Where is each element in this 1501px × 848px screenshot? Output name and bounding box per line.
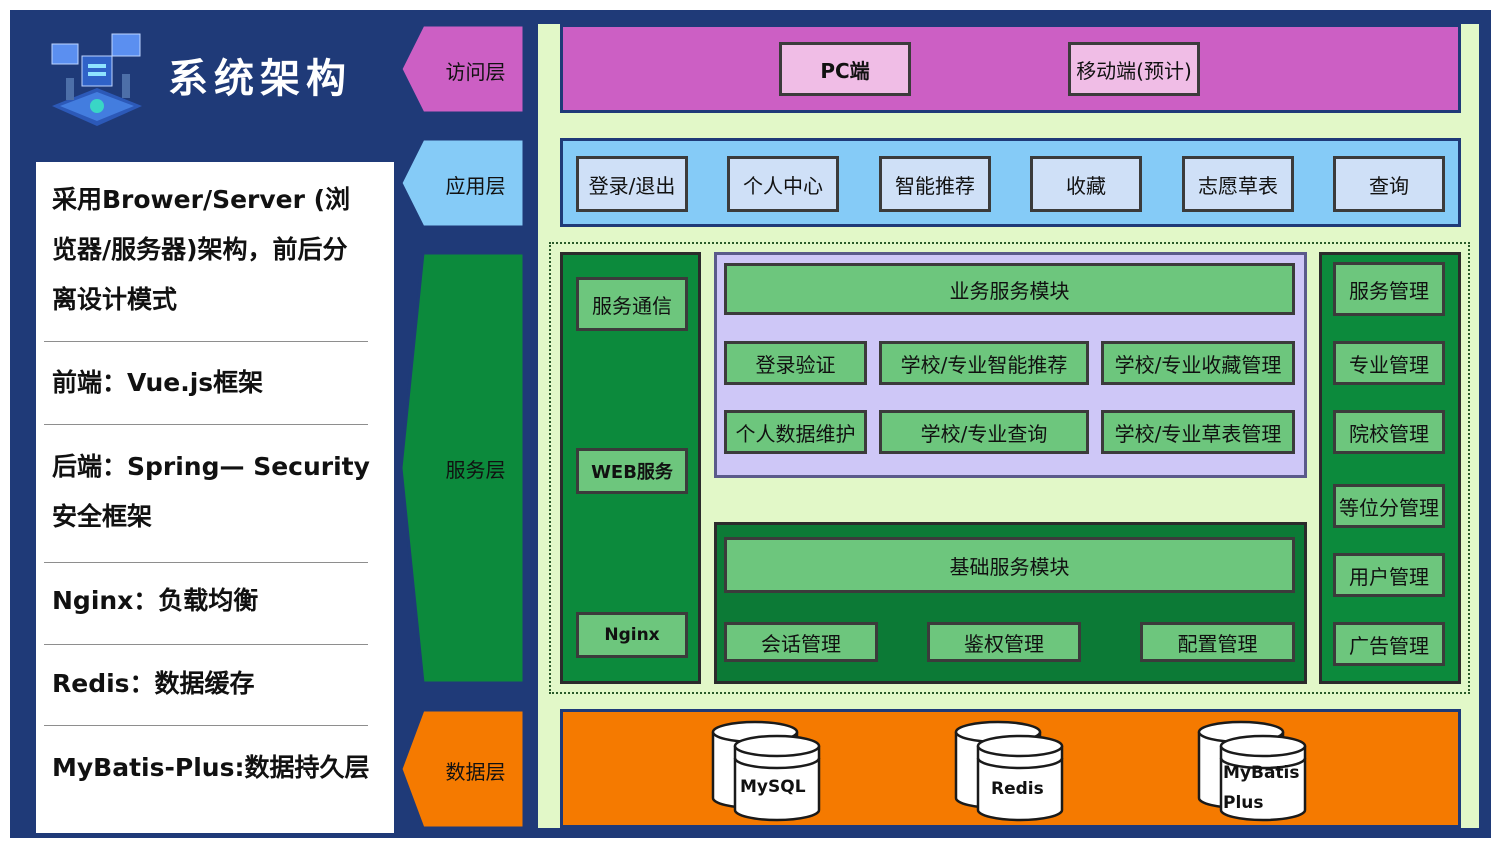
info-redis: Redis：数据缓存 (52, 669, 255, 698)
school-mgmt-box: 院校管理 (1333, 410, 1445, 454)
info-backend-line-2: 安全框架 (52, 502, 153, 531)
redis-database-icon (954, 720, 1064, 822)
biz-favorites-mgmt-box: 学校/专业收藏管理 (1101, 341, 1295, 385)
mysql-label: MySQL (740, 777, 806, 797)
app-login-box: 登录/退出 (576, 156, 688, 212)
service-comm-box: 服务通信 (576, 277, 688, 331)
info-nginx: Nginx：负载均衡 (52, 586, 259, 615)
layer-label-service: 服务层 (445, 458, 506, 482)
divider (44, 341, 368, 342)
info-architecture-line-3: 离设计模式 (52, 285, 178, 314)
mobile-client-box: 移动端(预计) (1068, 42, 1200, 96)
info-architecture-line-2: 览器/服务器)架构，前后分 (52, 235, 348, 264)
info-architecture-line-1: 采用Brower/Server (浏 (52, 185, 351, 214)
page-title: 系统架构 (168, 56, 352, 102)
biz-school-query-box: 学校/专业查询 (879, 410, 1089, 454)
info-backend-line-1: 后端：Spring— Security (52, 452, 370, 481)
biz-smart-recommend-box: 学校/专业智能推荐 (879, 341, 1089, 385)
biz-draft-mgmt-box: 学校/专业草表管理 (1101, 410, 1295, 454)
service-mgmt-box: 服务管理 (1333, 262, 1445, 316)
rank-score-mgmt-box: 等位分管理 (1333, 484, 1445, 528)
web-service-box: WEB服务 (576, 448, 688, 494)
layer-arrow-access: 访问层 (399, 24, 526, 114)
business-module-title: 业务服务模块 (724, 263, 1295, 315)
mysql-database-icon (711, 720, 821, 822)
divider (44, 644, 368, 645)
access-band (560, 24, 1461, 113)
service-container (549, 242, 1470, 694)
nginx-box: Nginx (576, 612, 688, 658)
title-bar: 系统架构 (12, 12, 394, 164)
mybatis-label-line-2: Plus (1223, 793, 1264, 813)
app-recommend-box: 智能推荐 (879, 156, 991, 212)
info-mybatis: MyBatis-Plus:数据持久层 (52, 753, 370, 782)
user-mgmt-box: 用户管理 (1333, 553, 1445, 597)
divider (44, 562, 368, 563)
biz-login-verify-box: 登录验证 (724, 341, 867, 385)
biz-personal-data-box: 个人数据维护 (724, 410, 867, 454)
server-network-icon (51, 33, 142, 126)
info-panel: 采用Brower/Server (浏 览器/服务器)架构，前后分 离设计模式 前… (36, 162, 394, 833)
ad-mgmt-box: 广告管理 (1333, 622, 1445, 666)
layer-label-data: 数据层 (445, 760, 506, 784)
basic-module-title: 基础服务模块 (724, 537, 1295, 593)
application-band (560, 138, 1461, 227)
layer-label-access: 访问层 (445, 60, 506, 84)
layer-arrow-data: 数据层 (399, 709, 526, 829)
app-draft-box: 志愿草表 (1182, 156, 1294, 212)
info-frontend: 前端：Vue.js框架 (52, 368, 264, 397)
major-mgmt-box: 专业管理 (1333, 341, 1445, 385)
mybatis-label-line-1: MyBatis (1223, 763, 1300, 783)
app-favorites-box: 收藏 (1030, 156, 1142, 212)
layer-arrow-application: 应用层 (399, 138, 526, 228)
divider (44, 725, 368, 726)
app-query-box: 查询 (1333, 156, 1445, 212)
layer-label-application: 应用层 (445, 174, 506, 198)
app-personal-center-box: 个人中心 (727, 156, 839, 212)
config-mgmt-box: 配置管理 (1140, 622, 1295, 662)
divider (44, 424, 368, 425)
session-mgmt-box: 会话管理 (724, 622, 878, 662)
mybatis-database-icon (1197, 720, 1307, 822)
pc-client-box: PC端 (779, 42, 911, 96)
service-right-column (1319, 252, 1461, 684)
auth-mgmt-box: 鉴权管理 (927, 622, 1081, 662)
redis-label: Redis (991, 779, 1044, 799)
layer-arrow-service: 服务层 (399, 252, 526, 684)
